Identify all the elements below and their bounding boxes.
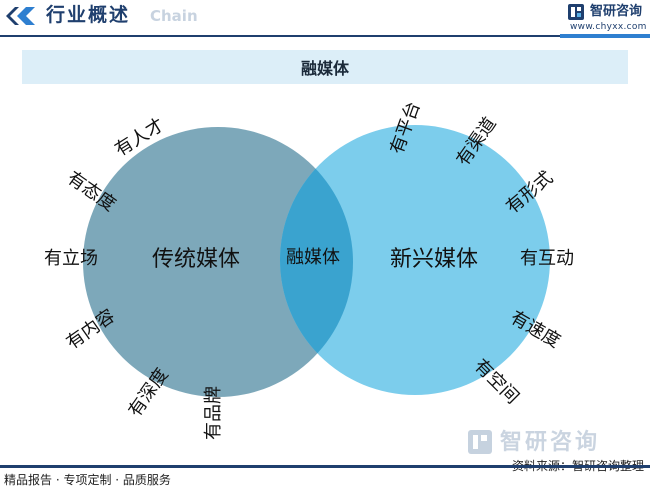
- traditional-media-label: 传统媒体: [152, 247, 241, 272]
- new-media-circle: [280, 125, 550, 395]
- traditional-media-circle: [83, 127, 353, 397]
- brand-logo-icon: [568, 4, 584, 20]
- watermark-logo-icon: [468, 430, 492, 454]
- converged-media-label: 融媒体: [286, 247, 340, 268]
- header-divider: [0, 34, 650, 38]
- chevron-deco-icon: [6, 7, 35, 25]
- brand-logo-name: 智研咨询: [590, 4, 643, 19]
- feature-stance: 有立场: [44, 248, 98, 269]
- feature-interaction: 有互动: [520, 248, 574, 269]
- new-media-label: 新兴媒体: [390, 247, 479, 272]
- section-subtitle-watermark: Chain: [150, 7, 198, 25]
- section-title: 行业概述: [46, 4, 131, 26]
- feature-brand: 有品牌: [203, 386, 224, 440]
- title-banner: 融媒体: [22, 50, 628, 84]
- header-bar: 行业概述 Chain 智研咨询 www.chyxx.com: [0, 0, 650, 38]
- footer-divider: [0, 465, 650, 468]
- banner-title: 融媒体: [300, 59, 349, 78]
- brand-logo-url: www.chyxx.com: [570, 22, 647, 32]
- footer-watermark: 智研咨询: [500, 430, 601, 455]
- footer-tagline: 精品报告 · 专项定制 · 品质服务: [4, 473, 171, 487]
